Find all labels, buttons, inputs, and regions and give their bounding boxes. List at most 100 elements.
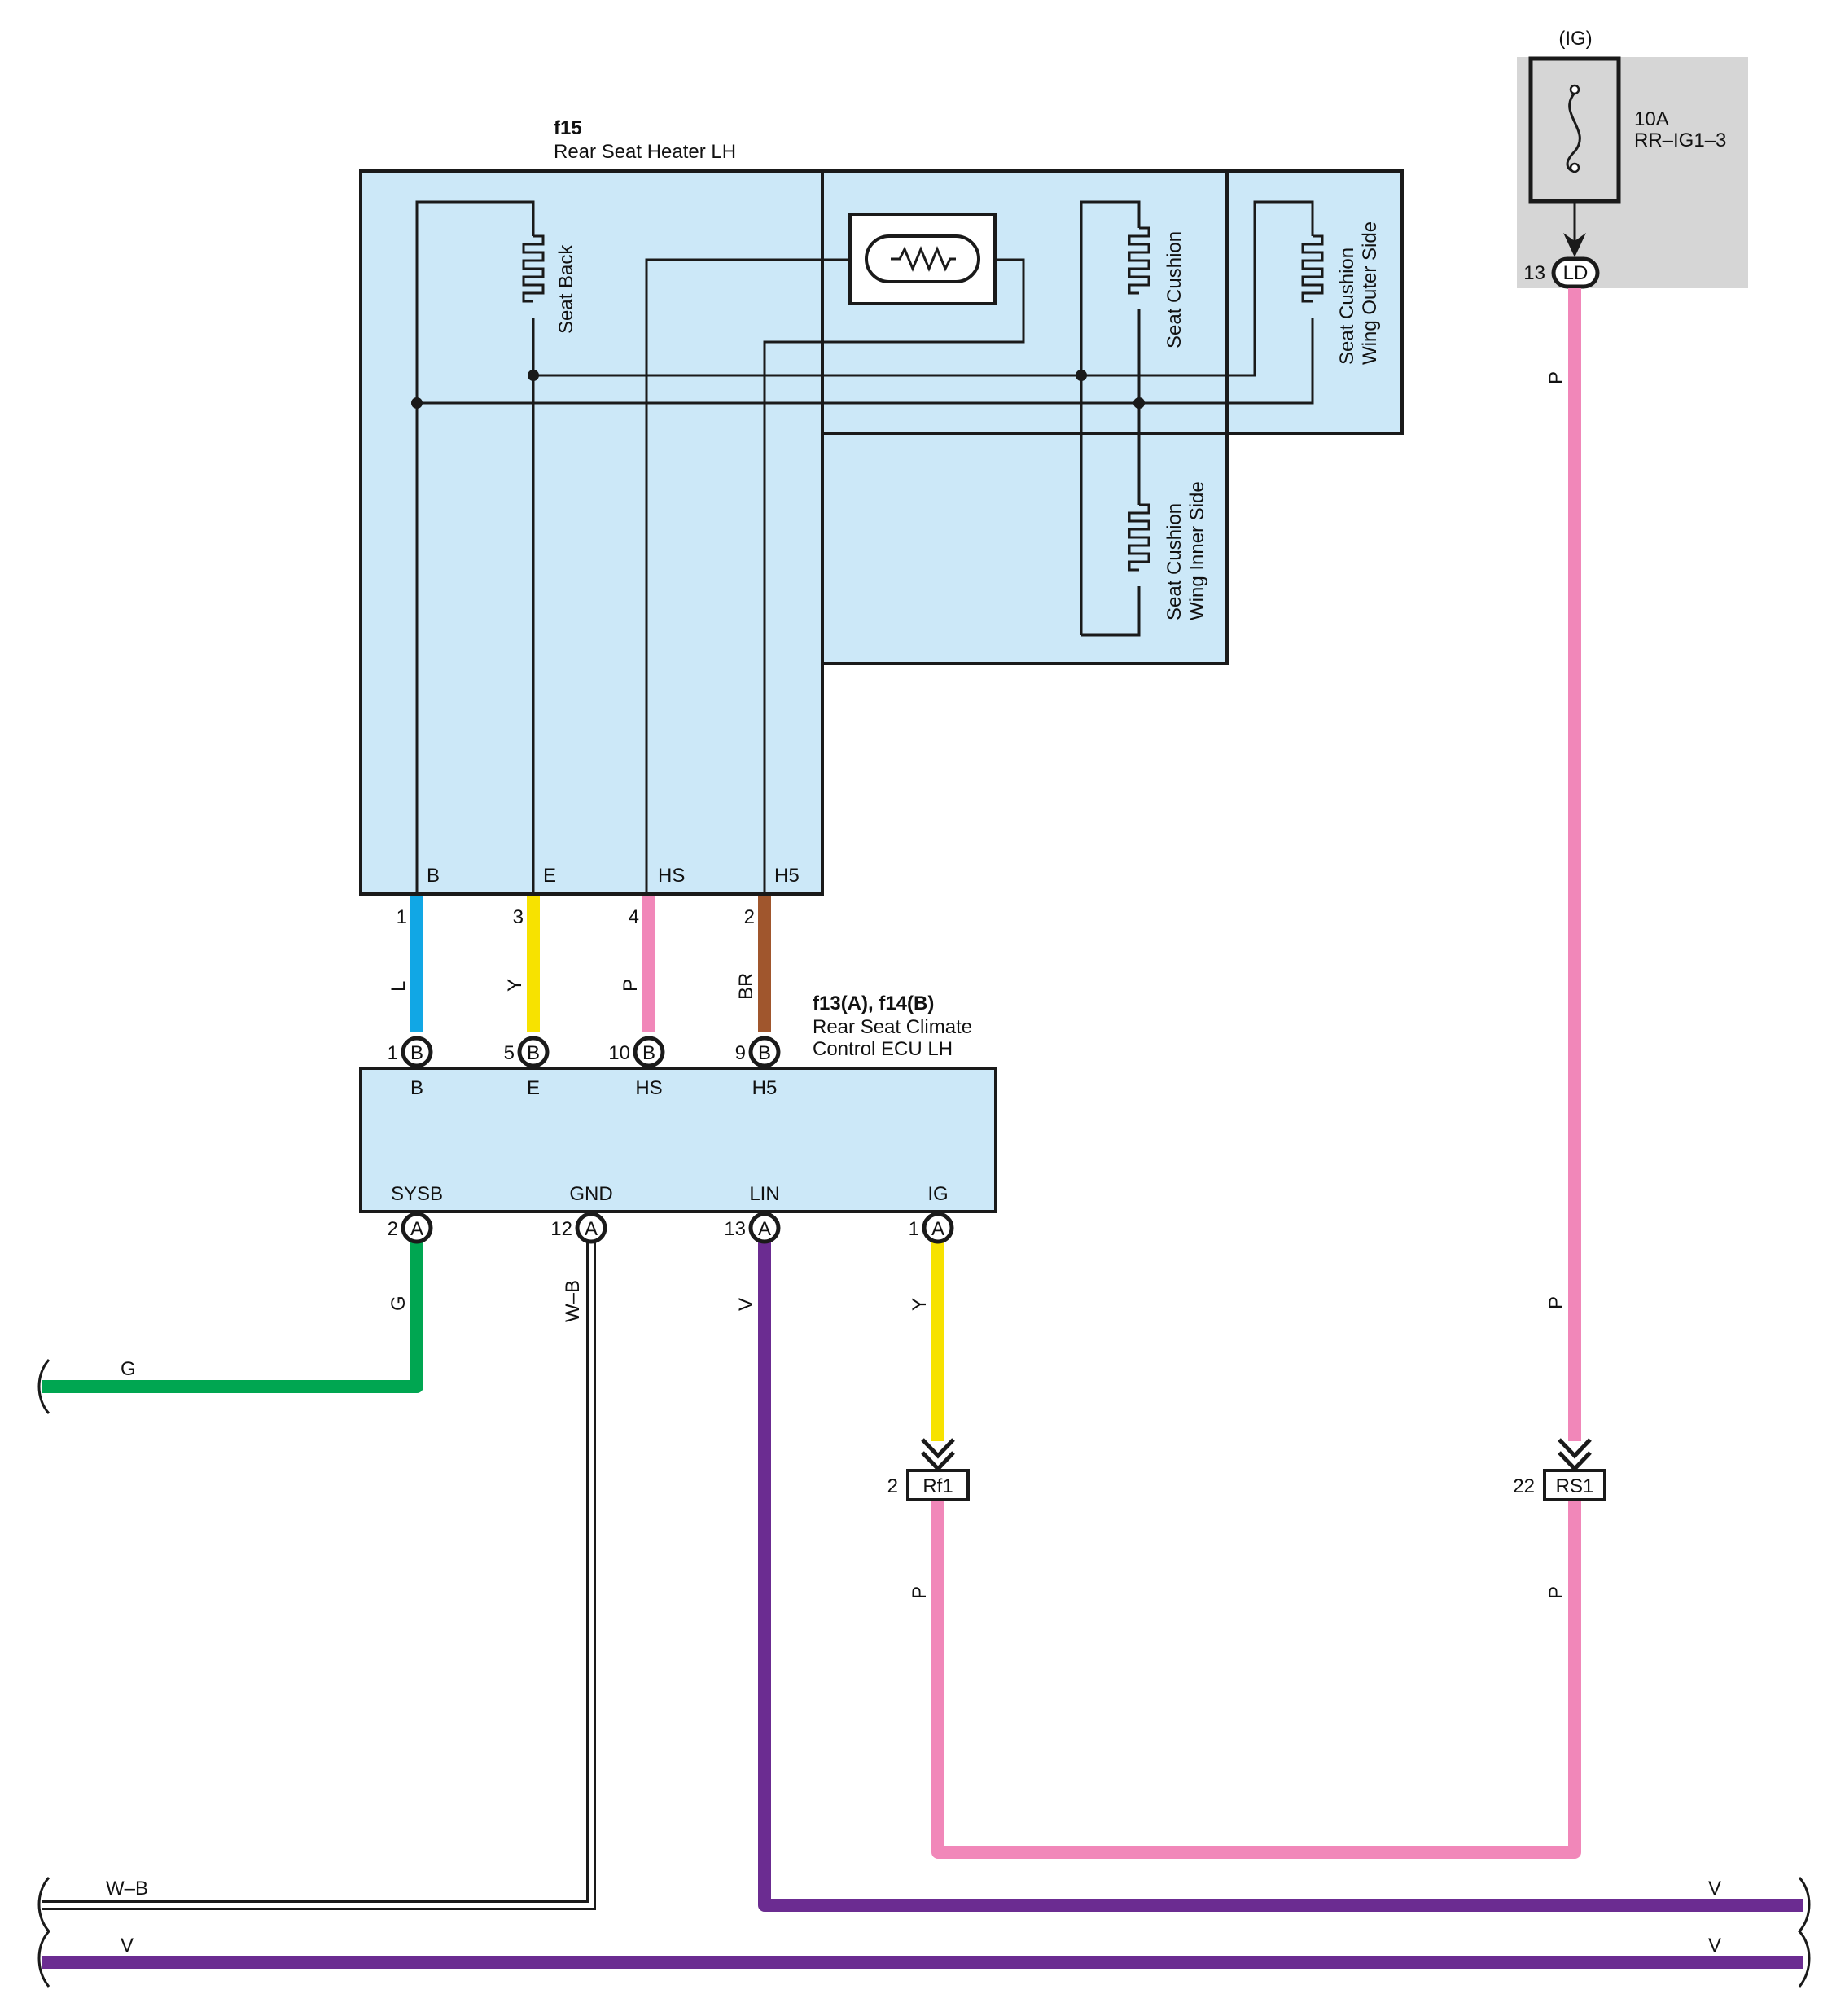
rf1-arrow-icon [921,1438,955,1472]
fuse-rating: 10A [1634,108,1669,130]
wing-outer-panel [1225,169,1404,435]
ecu-bottom-pin: 1 [909,1218,919,1240]
connector-letter: A [931,1218,944,1240]
rs1-arrow-icon [1558,1438,1592,1472]
connector-letter: A [585,1218,598,1240]
rf1-box [906,1469,970,1501]
wing-inner-label-2: Wing Inner Side [1186,481,1208,620]
seat-cushion-label: Seat Cushion [1164,231,1185,348]
connector-pin-marker [922,1212,954,1244]
fuse-terminal-bottom [1569,162,1580,173]
ecu-top-pin: 10 [608,1042,630,1064]
ecu-top-pin: 1 [388,1042,398,1064]
connector-letter: A [758,1218,771,1240]
b-bus-line [417,318,1314,405]
seat-cushion-element-icon [1128,226,1150,295]
bus-label-v-right-2: V [1708,1935,1721,1957]
seat-back-element-icon [522,234,545,303]
heater-internal-wiring [415,200,1324,894]
rf1-pin: 2 [887,1475,898,1497]
thermistor-loop [645,258,1025,894]
wing-inner-label-1: Seat Cushion [1164,503,1185,620]
thermistor-body [865,234,980,283]
wire-color-label-br: BR [735,973,757,1000]
fuse-terminal-top [1569,84,1580,95]
ecu-terminal-ig: IG [927,1183,948,1205]
wire-p-loop [931,1500,1581,1859]
wire-color-label-p-3: P [1545,1586,1567,1599]
connector-letter: A [410,1218,423,1240]
wire-color-label-y: Y [504,979,526,992]
fuse-group-label: (IG) [1558,28,1592,50]
wing-inner-return [1081,586,1141,637]
wire-color-label-l: L [388,981,410,992]
ecu-top-pin: 5 [504,1042,515,1064]
wire-color-label-p-1: P [1545,371,1567,384]
e-bus-line [533,200,1314,377]
wire-wb [42,1229,594,1908]
seat-back-lead-b [415,200,535,894]
ecu-bottom-pin: 2 [388,1218,398,1240]
ecu-terminal-lin: LIN [749,1183,779,1205]
heater-terminal-b: B [427,865,440,887]
ecu-terminal-gnd: GND [569,1183,612,1205]
ecu-terminal-b: B [410,1077,423,1099]
bus-label-v-right-1: V [1708,1878,1721,1900]
fuse-area-background [1517,57,1748,288]
connector-pin-marker [748,1212,781,1244]
fuse-name: RR–IG1–3 [1634,129,1726,151]
connector-letter: B [758,1042,771,1064]
junction-dot [1076,370,1087,381]
heater-body [359,169,824,896]
heater-name: Rear Seat Heater LH [554,141,736,163]
wire-color-label-wb: W–B [562,1280,584,1322]
connector-rs1: RS1 22 [1513,1438,1606,1501]
ecu-name-2: Control ECU LH [813,1038,953,1060]
bus-label-g: G [121,1358,136,1380]
fuse-connector-id: LD [1563,262,1589,284]
connector-pin-marker [633,1036,665,1068]
wing-inner-panel [821,432,1229,665]
wire-v [758,1229,1803,1912]
cushion-lead-left [1080,200,1141,635]
bus-label-v-left: V [121,1935,134,1957]
connector-letter: B [410,1042,423,1064]
connector-pin-marker [575,1212,607,1244]
thermistor-icon [891,246,956,272]
ecu-terminal-sysb: SYSB [391,1183,443,1205]
heater-pin-4: 4 [629,906,639,928]
rear-seat-heater-component: f15 Rear Seat Heater LH [359,117,1404,896]
rs1-box [1543,1469,1606,1501]
heater-id: f15 [554,117,582,139]
wire-break-icon [37,1877,51,1988]
connector-pin-marker [517,1036,550,1068]
wing-outer-label-2: Wing Outer Side [1359,221,1381,365]
fuse-arrow-icon [1563,233,1586,257]
ecu-terminal-e: E [527,1077,540,1099]
heater-terminal-hs: HS [658,865,685,887]
heater-pin-3: 3 [513,906,524,928]
connector-pin-marker [748,1036,781,1068]
climate-ecu-component: f13(A), f14(B) Rear Seat Climate Control… [359,993,997,1213]
rf1-id: Rf1 [922,1475,953,1497]
connector-pin-marker [401,1036,433,1068]
bus-label-wb: W–B [106,1878,148,1900]
ecu-terminal-h5: H5 [752,1077,778,1099]
ecu-body [359,1067,997,1213]
wire-color-label-y-ig: Y [909,1298,931,1311]
junction-dot [528,370,539,381]
upper-wires: 1 3 4 2 L Y P BR [388,896,771,1032]
ecu-terminal-hs: HS [635,1077,662,1099]
wing-outer-element-icon [1301,234,1324,303]
wing-inner-element-icon [1128,503,1150,572]
fuse-block: (IG) 10A RR–IG1–3 LD 13 [1517,28,1748,289]
connector-rf1: Rf1 2 [887,1438,970,1501]
connector-pin-marker [401,1212,433,1244]
ecu-id: f13(A), f14(B) [813,993,934,1015]
rs1-pin: 22 [1513,1475,1535,1497]
wire-color-label-v: V [735,1298,757,1311]
wire-color-label-p: P [620,979,642,992]
rs1-id: RS1 [1556,1475,1594,1497]
connector-letter: B [527,1042,540,1064]
wing-outer-label-1: Seat Cushion [1336,248,1358,365]
